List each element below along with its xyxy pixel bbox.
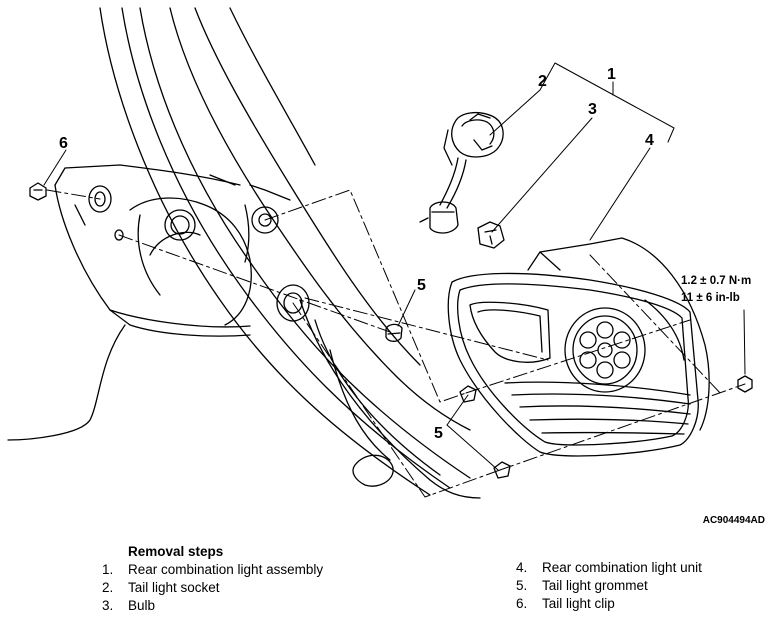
bulb xyxy=(477,221,505,249)
alignment-lines xyxy=(46,189,746,498)
tail-light-grommets xyxy=(385,323,511,479)
step-number: 4. xyxy=(516,560,528,575)
callout-2: 2 xyxy=(538,73,547,90)
step-label: Rear combination light assembly xyxy=(128,562,324,577)
body-panel xyxy=(7,7,481,499)
removal-steps-title: Removal steps xyxy=(128,544,224,559)
torque-spec-metric: 1.2 ± 0.7 N·m xyxy=(681,275,751,287)
callout-3: 3 xyxy=(588,101,597,118)
list-item: 3. Bulb xyxy=(102,597,323,615)
figure-id: AC904494AD xyxy=(702,515,765,526)
rear-combination-light-unit xyxy=(447,237,710,457)
list-item: 4. Rear combination light unit xyxy=(516,559,702,577)
callout-4: 4 xyxy=(645,132,654,149)
leader-lines xyxy=(43,62,746,471)
step-label: Tail light grommet xyxy=(542,578,648,593)
exploded-view-diagram: 1 2 3 4 5 5 6 1.2 ± 0.7 N·m 11 ± 6 in-lb xyxy=(7,7,753,499)
list-item: 5. Tail light grommet xyxy=(516,577,702,595)
step-number: 1. xyxy=(102,562,114,577)
callout-labels: 1 2 3 4 5 5 6 1.2 ± 0.7 N·m 11 ± 6 in-lb xyxy=(59,66,751,442)
step-label: Bulb xyxy=(128,598,156,613)
callout-6: 6 xyxy=(59,135,68,152)
step-label: Rear combination light unit xyxy=(542,560,702,575)
step-number: 3. xyxy=(102,598,114,613)
removal-steps-left: Removal steps 1. Rear combination light … xyxy=(102,543,323,615)
step-label: Tail light clip xyxy=(542,596,615,611)
removal-steps-right: 4. Rear combination light unit 5. Tail l… xyxy=(516,559,702,613)
step-number: 5. xyxy=(516,578,528,593)
callout-5-lower: 5 xyxy=(434,425,443,442)
step-label: Tail light socket xyxy=(128,580,220,595)
callout-5-upper: 5 xyxy=(417,277,426,294)
torque-spec-imperial: 11 ± 6 in-lb xyxy=(681,292,740,304)
tail-light-clips xyxy=(29,182,753,393)
tail-light-socket xyxy=(419,111,504,234)
list-item: 2. Tail light socket xyxy=(102,579,323,597)
callout-1: 1 xyxy=(607,66,616,83)
step-number: 6. xyxy=(516,596,528,611)
list-item: 6. Tail light clip xyxy=(516,595,702,613)
list-item: 1. Rear combination light assembly xyxy=(102,561,323,579)
step-number: 2. xyxy=(102,580,114,595)
